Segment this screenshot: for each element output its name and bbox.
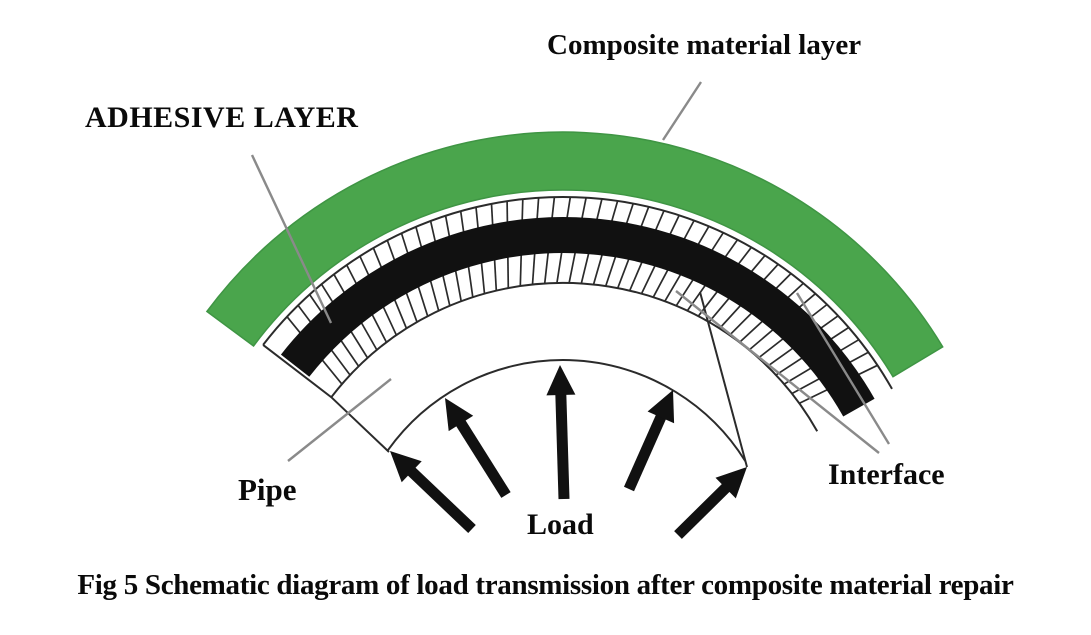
adhesive-leader-line <box>250 154 333 324</box>
load-arrow-shaft <box>674 480 734 539</box>
load-arrow-head <box>715 467 747 499</box>
load-arrow <box>445 398 511 498</box>
load-arrow-head <box>390 451 422 483</box>
load-arrow <box>546 365 576 500</box>
load-arrow-shaft <box>623 410 668 492</box>
hatch-outer-boundary-arc <box>262 196 893 390</box>
interface-leader-line-2 <box>795 292 891 445</box>
pipe-wall-arc <box>280 217 875 417</box>
hatch-inner-boundary-arc <box>330 281 819 432</box>
load-arrow-shaft <box>555 389 570 500</box>
load-arrow <box>623 390 675 492</box>
load-arrow-shaft <box>453 416 511 498</box>
pipe-left-edge-line <box>262 344 390 453</box>
load-arrow-head <box>647 390 675 424</box>
composite-layer-label: Composite material layer <box>547 29 862 61</box>
pipe-label: Pipe <box>238 472 297 507</box>
interface-label: Interface <box>828 458 945 491</box>
load-arrow <box>674 467 747 539</box>
load-arrow-head <box>445 398 474 432</box>
composite-layer-arc <box>205 131 944 378</box>
pipe-inner-arc <box>387 359 747 462</box>
load-arrow <box>390 451 476 533</box>
adhesive-layer-label: ADHESIVE LAYER <box>85 101 359 134</box>
load-arrow-head <box>546 365 576 396</box>
pipe-right-edge-line <box>699 291 748 468</box>
pipe-leader-line <box>287 378 392 462</box>
load-label: Load <box>527 508 594 541</box>
figure-caption: Fig 5 Schematic diagram of load transmis… <box>77 569 1014 601</box>
load-arrow-shaft <box>404 464 476 533</box>
load-arrows <box>390 365 747 539</box>
composite-leader-line <box>661 81 703 141</box>
interface-leader-line-1 <box>675 290 880 454</box>
